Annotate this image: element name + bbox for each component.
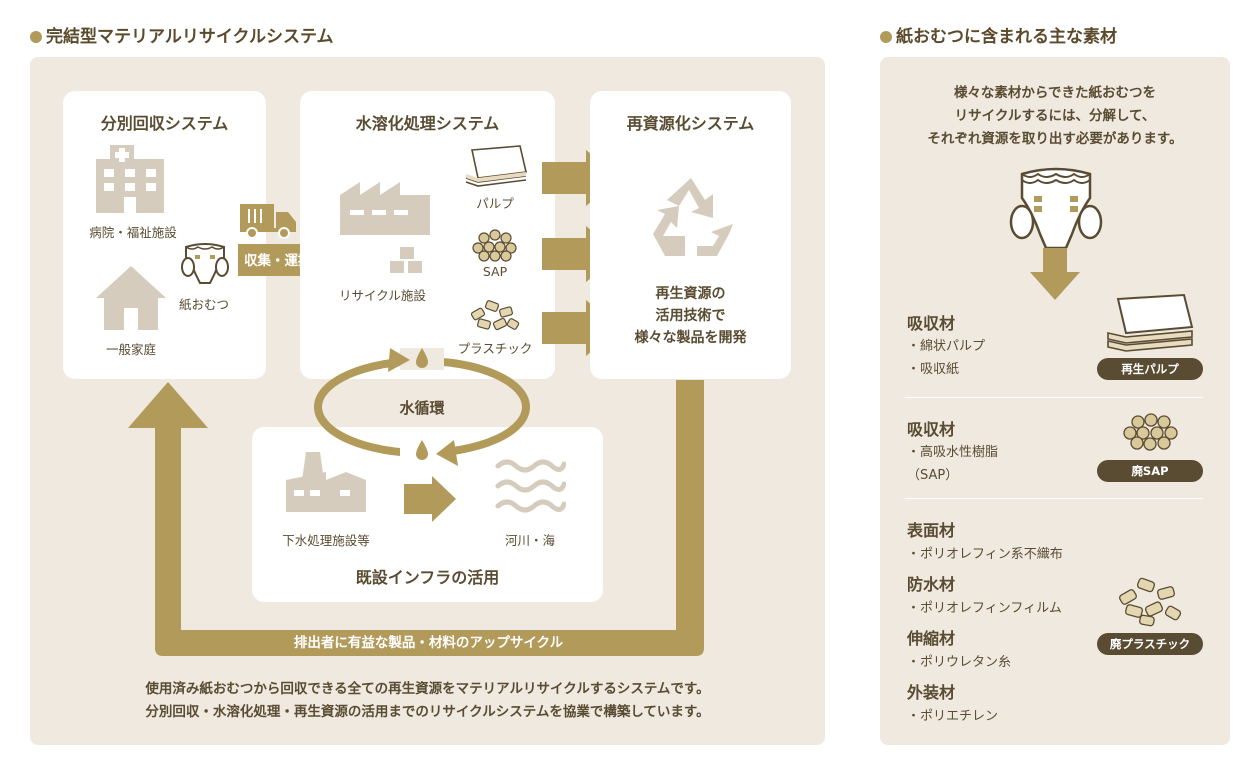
sap-icon [472, 229, 517, 262]
diaper-large-icon [1009, 167, 1103, 250]
water-soluble-card [300, 91, 555, 379]
loop-arrow-head [128, 382, 208, 428]
boxes-icon [390, 247, 422, 273]
material-3-item: ・ポリオレフィン系不織布 [907, 547, 1063, 562]
material-4-item: ・ポリオレフィンフィルム [907, 601, 1062, 616]
pulp-label: パルプ [476, 196, 514, 211]
plastic-label: プラスチック [457, 341, 533, 356]
material-2-item-2: （SAP） [907, 468, 959, 483]
left-heading: 完結型マテリアルリサイクルシステム [30, 22, 333, 47]
intro-line-1: 様々な素材からできた紙おむつを [953, 85, 1157, 101]
water-drop-icon [416, 348, 428, 368]
bullet-dot [880, 31, 892, 43]
house-icon [96, 266, 166, 330]
water-cycle-label: 水循環 [399, 399, 445, 417]
material-5-title: 伸縮材 [907, 629, 956, 648]
diaper-label: 紙おむつ [178, 297, 229, 312]
down-arrow [1030, 248, 1080, 300]
sewage-plant-icon [286, 452, 366, 512]
water-arrow-bottom [436, 440, 458, 466]
recycling-text-1: 再生資源の [655, 286, 726, 302]
tag-waste-sap: 廃SAP [1097, 460, 1203, 482]
recycle-facility-label: リサイクル施設 [339, 288, 426, 303]
material-1-item-2: ・吸収紙 [907, 362, 960, 377]
pulp-sheets-icon [1107, 293, 1194, 352]
hospital-icon [96, 145, 164, 213]
transport-label: 収集・運搬 [244, 253, 312, 269]
bullet-dot [30, 31, 42, 43]
home-label: 一般家庭 [105, 342, 156, 357]
right-heading-text: 紙おむつに含まれる主な素材 [896, 27, 1117, 47]
collection-card [63, 91, 266, 379]
material-5-item: ・ポリウレタン糸 [907, 655, 1012, 670]
intro-line-3: それぞれ資源を取り出す必要があります。 [927, 131, 1183, 147]
divider-2 [905, 498, 1203, 499]
material-2-title: 吸収材 [907, 420, 956, 439]
material-3-title: 表面材 [907, 521, 956, 540]
intro-line-2: リサイクルするには、分解して、 [954, 108, 1156, 124]
upcycle-label: 排出者に有益な製品・材料のアップサイクル [293, 635, 564, 651]
divider-1 [905, 397, 1203, 398]
plastic-pellets-large-icon [1119, 577, 1182, 627]
river-label: 河川・海 [504, 533, 555, 548]
infra-title: 既設インフラの活用 [355, 568, 500, 587]
recycling-text-2: 活用技術で [655, 308, 726, 324]
material-1-item-1: ・綿状パルプ [907, 339, 986, 354]
hospital-label: 病院・福祉施設 [89, 225, 177, 240]
water-arrow-top [388, 348, 410, 372]
infra-arrow [404, 476, 456, 522]
water-soluble-title: 水溶化処理システム [355, 114, 500, 133]
plastic-pellets-icon [470, 300, 520, 331]
factory-icon [340, 182, 430, 235]
tag-waste-plastic: 廃プラスチック [1097, 633, 1203, 655]
sap-label: SAP [482, 264, 508, 279]
description-line-1: 使用済み紙おむつから回収できる全ての再生資源をマテリアルリサイクルするシステムで… [145, 681, 710, 697]
sewage-label: 下水処理施設等 [282, 533, 370, 548]
material-6-item: ・ポリエチレン [907, 709, 999, 724]
description-line-2: 分別回収・水溶化処理・再生資源の活用までのリサイクルシステムを協業で構築していま… [145, 704, 710, 720]
water-drop-icon-2 [416, 440, 428, 460]
diaper-icon [181, 243, 229, 284]
recycling-title: 再資源化システム [626, 114, 755, 133]
sap-beads-icon [1123, 413, 1178, 451]
waves-icon [495, 459, 566, 513]
material-4-title: 防水材 [907, 575, 956, 594]
recycling-card [590, 91, 791, 379]
right-heading: 紙おむつに含まれる主な素材 [880, 22, 1117, 47]
water-cycle-loop [314, 348, 530, 466]
pulp-icon [465, 145, 527, 187]
material-2-item-1: ・高吸水性樹脂 [907, 445, 999, 460]
left-heading-text: 完結型マテリアルリサイクルシステム [46, 27, 334, 47]
truck-icon [240, 204, 296, 239]
recycle-icon [653, 178, 733, 256]
tag-recycled-pulp: 再生パルプ [1097, 358, 1203, 380]
material-1-title: 吸収材 [907, 314, 956, 333]
recycling-text-3: 様々な製品を開発 [634, 330, 747, 346]
collection-title: 分別回収システム [100, 114, 229, 133]
material-6-title: 外装材 [907, 683, 956, 702]
